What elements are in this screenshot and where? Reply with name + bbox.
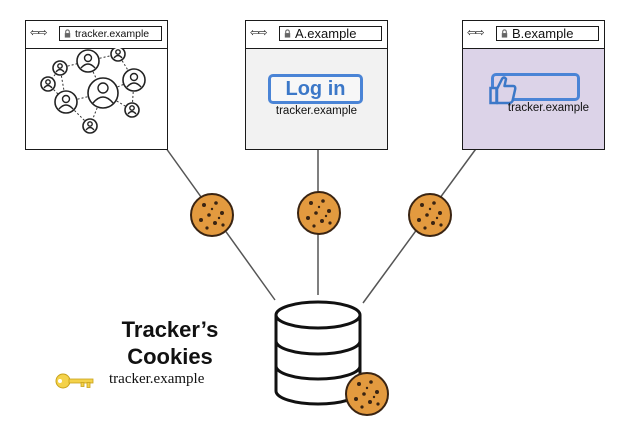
browser-window-tracker: ⇦⇨ tracker.example [25, 20, 168, 150]
cookie-icon [297, 191, 341, 235]
embedded-tracker-label: tracker.example [275, 105, 358, 117]
lock-icon [501, 29, 508, 38]
embedded-tracker-label: tracker.example [507, 102, 590, 114]
address-bar[interactable]: A.example [279, 26, 382, 41]
nav-arrows-icon[interactable]: ⇦⇨ [467, 26, 484, 39]
window-titlebar: ⇦⇨ B.example [463, 21, 604, 49]
store-title-line-1: Tracker’s [121, 317, 219, 342]
url-text: B.example [512, 26, 574, 41]
nav-arrows-icon[interactable]: ⇦⇨ [30, 26, 47, 39]
cookie-icon [345, 372, 389, 416]
key-icon [55, 373, 94, 389]
browser-window-site-b: ⇦⇨ B.example tracker.example [462, 20, 605, 150]
database-icon [274, 300, 362, 406]
browser-window-site-a: ⇦⇨ A.example Log in tracker.example [245, 20, 388, 150]
store-title-line-2: Cookies [127, 344, 213, 369]
url-text: A.example [295, 26, 357, 41]
nav-arrows-icon[interactable]: ⇦⇨ [250, 26, 267, 39]
window-titlebar: ⇦⇨ A.example [246, 21, 387, 49]
log-in-button[interactable]: Log in [268, 74, 363, 104]
people-network-icon [40, 48, 146, 134]
window-titlebar: ⇦⇨ tracker.example [26, 21, 167, 49]
lock-icon [284, 29, 291, 38]
address-bar[interactable]: B.example [496, 26, 599, 41]
thumbs-up-icon[interactable] [489, 75, 517, 105]
cookie-icon [190, 193, 234, 237]
cookie-icon [408, 193, 452, 237]
url-text: tracker.example [75, 27, 150, 40]
key-domain-label: tracker.example [109, 371, 205, 387]
lock-icon [64, 29, 71, 38]
address-bar[interactable]: tracker.example [59, 26, 162, 41]
